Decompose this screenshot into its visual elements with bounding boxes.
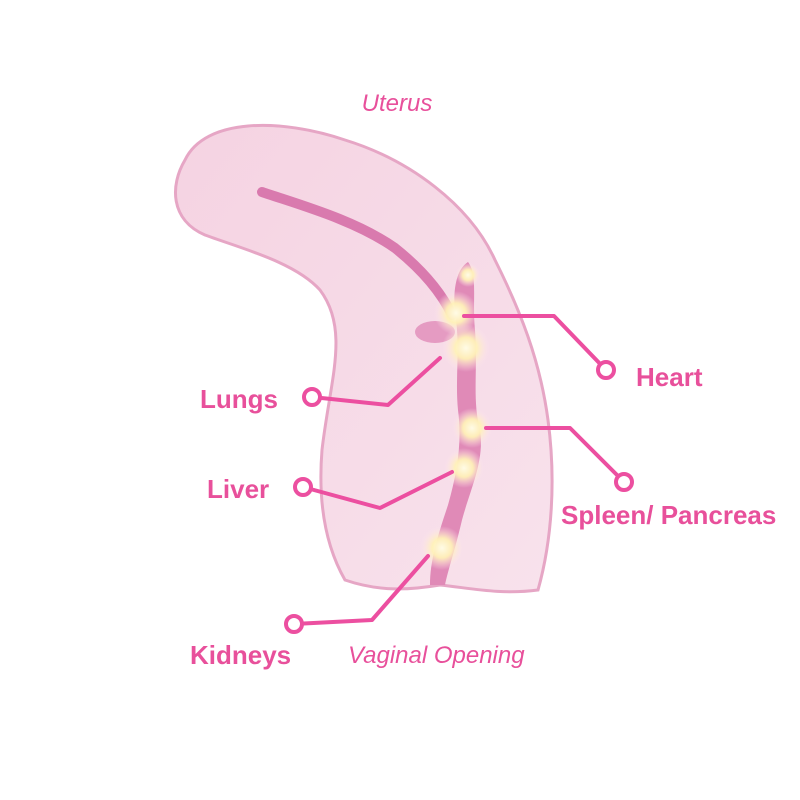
heart-glow bbox=[434, 291, 478, 335]
kidneys-dot bbox=[284, 614, 304, 634]
heart-label: Heart bbox=[636, 362, 703, 392]
kidneys-glow bbox=[420, 526, 464, 570]
organ-glow-spots bbox=[420, 263, 492, 570]
heart-leader bbox=[462, 314, 608, 372]
kidneys-label: Kidneys bbox=[190, 640, 291, 670]
lungs-leader bbox=[310, 356, 442, 407]
lungs-dot bbox=[302, 387, 322, 407]
liver-leader bbox=[301, 470, 454, 510]
liver-glow bbox=[444, 448, 484, 488]
top-glow bbox=[456, 263, 480, 287]
kidneys-leader bbox=[292, 554, 430, 626]
spleen-label: Spleen/ Pancreas bbox=[561, 500, 776, 530]
liver-dot bbox=[293, 477, 313, 497]
liver-label: Liver bbox=[207, 474, 269, 504]
spleen-leader bbox=[484, 426, 626, 484]
spleen-dot bbox=[614, 472, 634, 492]
uterus-body bbox=[174, 123, 554, 594]
lungs-label: Lungs bbox=[200, 384, 278, 414]
lungs-glow bbox=[442, 324, 490, 372]
uterine-cavity bbox=[257, 187, 457, 320]
uterus-illustration bbox=[174, 123, 554, 594]
leader-lines bbox=[284, 314, 634, 634]
vaginal-opening-label: Vaginal Opening bbox=[348, 642, 525, 669]
uterus-label: Uterus bbox=[362, 90, 433, 117]
heart-dot bbox=[596, 360, 616, 380]
spleen-glow bbox=[452, 408, 492, 448]
